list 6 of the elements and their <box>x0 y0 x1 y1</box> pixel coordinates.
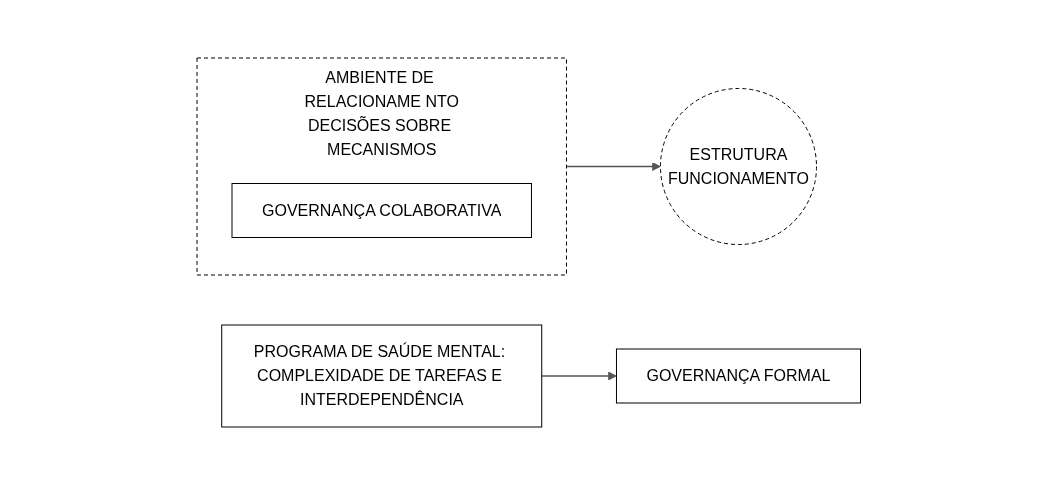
node-box: GOVERNANÇA COLABORATIVA <box>231 182 532 238</box>
arrow <box>565 161 661 171</box>
node-box: PROGRAMA DE SAÚDE MENTAL: COMPLEXIDADE DE TAREFAS E INTERDEPENDÊNCIA <box>221 324 542 427</box>
node-box: GOVERNANÇA FORMAL <box>615 348 861 403</box>
node-circle: ESTRUTURA FUNCIONAMENTO <box>659 87 817 245</box>
arrow <box>540 371 617 380</box>
